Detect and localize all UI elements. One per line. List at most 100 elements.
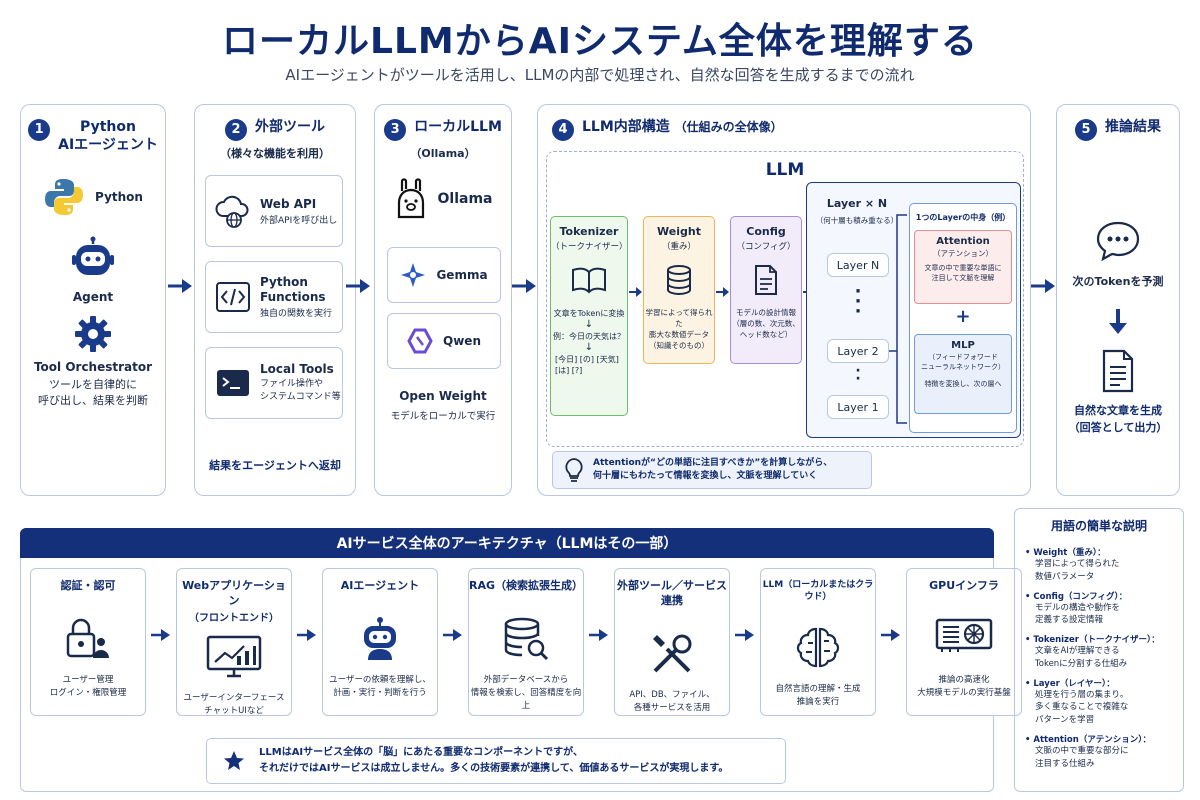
panel-llm-header: 3 ローカルLLM [375,119,511,141]
lightbulb-icon [565,458,583,482]
flow-arrow-icon [735,629,754,641]
gpu-icon [935,618,993,652]
architecture-card-title: LLM（ローカルまたはクラウド） [762,580,874,603]
architecture-card-desc1: 推論の高速化 [938,674,990,685]
mlp-sub1: （フィードフォワード [928,353,998,361]
glossary-item: • Config（コンフィグ）：モデルの構造や動作を定義する設定情報 [1025,590,1175,628]
panel-internals-title-sub: （仕組みの全体像） [674,120,783,134]
glossary-panel: 用語の簡単な説明 • Weight（重み）：学習によって得られた数値パラメータ•… [1014,508,1184,792]
document-icon [1102,349,1134,393]
glossary-desc: 処理を行う層の集まり。 [1035,689,1129,700]
inner-title: 1つのLayerの中身（例） [915,213,1011,222]
tool-desc: 独自の関数を実行 [260,308,333,319]
tools-icon [653,634,692,673]
generate-label1: 自然な文章を生成 [1074,404,1162,417]
panel-agent-title2: AIエージェント [58,136,158,153]
step-number: 3 [384,119,407,141]
tokenizer-desc: 文章をTokenに変換 [553,309,625,318]
gear-icon [75,316,111,352]
layer-box: Layer 1 [827,395,889,419]
layer-stack-title: Layer × N [826,197,888,210]
layer-stack-sub: （何十層も積み重なる） [815,216,899,225]
attention-note: Attentionが“どの単語に注目すべきか”を計算しながら、何十層にもわたって… [552,451,872,489]
terminal-icon [217,370,249,396]
architecture-card-desc1: API、DB、ファイル、 [629,689,715,700]
architecture-card-desc2: 各種サービスを活用 [633,702,711,713]
cloud-globe-icon [215,195,249,228]
flow-arrow-icon [297,629,316,641]
tokenizer-title: Tokenizer [559,225,619,238]
weight-desc3: （知識そのもの） [649,340,709,350]
mlp-sub2: ニューラルネットワーク） [921,362,1005,371]
ollama-label: Ollama [437,191,493,207]
architecture-banner-text: AIサービス全体のアーキテクチャ（LLMはその一部） [336,536,678,552]
layer-inner-detail: 1つのLayerの中身（例） Attention （アテンション） 文章の中で重… [909,203,1017,433]
orchestrator-desc2: 呼び出し、結果を判断 [38,393,148,407]
llm-container: LLM Tokenizer （トークナイザー） 文章をTokenに変換 ↓ 例：… [546,151,1024,447]
note-line1: Attentionが“どの単語に注目すべきか”を計算しながら、 [593,457,833,468]
glossary-list: • Weight（重み）：学習によって得られた数値パラメータ• Config（コ… [1015,534,1183,770]
open-weight-label: Open Weight [399,389,487,403]
architecture-card-title: AIエージェント [340,579,420,592]
architecture-card-title: RAG（検索拡張生成） [469,579,584,592]
weight-desc2: 膨大な数値データ [649,329,709,339]
model-card-qwen: Qwen [387,313,501,369]
architecture-card: AIエージェントユーザーの依頼を理解し、計画・実行・判断を行う [322,568,438,716]
architecture-card: GPUインフラ推論の高速化大規模モデルの実行基盤 [906,568,1022,716]
glossary-desc: 注目する仕組み [1035,758,1095,769]
glossary-desc: 定義する設定情報 [1035,615,1104,626]
tools-footer: 結果をエージェントへ返却 [209,459,341,472]
config-sub: （コンフィグ） [736,242,796,252]
architecture-card-desc2: 大規模モデルの実行基盤 [917,688,1011,699]
attention-sub: （アテンション） [933,249,993,258]
panel-internals-header: 4 LLM内部構造 （仕組みの全体像） [538,119,1030,141]
panel-llm-internals: 4 LLM内部構造 （仕組みの全体像） LLM Tokenizer （トークナイ… [537,104,1031,496]
panel-inference: 5 推論結果 次のTokenを予測 自然な文章を生成（回答として出力） [1056,104,1180,496]
architecture-card-desc1: 外部データベースから [483,674,569,685]
tool-card-local: Local Tools ファイル操作やシステムコマンド等 [205,347,343,419]
mlp-title: MLP [951,340,975,351]
mlp-desc: 特徴を変換し、次の層へ [924,379,1002,388]
glossary-term: • Weight（重み）： [1025,548,1106,558]
architecture-banner: AIサービス全体のアーキテクチャ（LLMはその一部） [20,528,994,558]
bracket-connector [889,214,907,424]
architecture-card-desc2: チャットUIなど [204,705,264,716]
ellipsis-icon: ··· [854,281,862,322]
orchestrator-label: Tool Orchestrator [33,360,153,374]
glossary-desc: 学習によって得られた [1035,559,1120,569]
tool-desc: ファイル操作や [260,379,324,390]
flow-arrow-icon [881,629,900,641]
glossary-desc: 文脈の中で重要な部分に [1035,745,1129,756]
robot-icon [364,616,396,660]
tokenizer-tokens: [今日] [の] [天気] [は] [?] [555,355,619,376]
glossary-item: • Layer（レイヤー）：処理を行う層の集まり。多く重なることで複雑なパターン… [1025,677,1175,727]
panel-inference-header: 5 推論結果 [1057,119,1179,141]
glossary-term: • Layer（レイヤー）： [1025,678,1115,689]
model-name: Gemma [436,268,488,282]
tool-name: Python [260,275,308,290]
glossary-desc: パターンを学習 [1035,715,1095,725]
tool-name: Web API [260,196,317,211]
book-icon [572,267,606,294]
mlp-card: MLP （フィードフォワードニューラルネットワーク） 特徴を変換し、次の層へ [914,334,1012,414]
brain-icon [796,628,840,668]
architecture-card-desc2: 推論を実行 [796,697,840,708]
flow-arrow-icon [151,629,170,641]
architecture-card-desc2: 情報を検索し、回答精度を向上 [470,688,582,712]
tool-name2: Functions [260,289,326,304]
open-weight-desc: モデルをローカルで実行 [390,411,496,422]
glossary-term: • Config（コンフィグ）： [1025,591,1128,602]
panel-tools-title: 外部ツール [255,119,325,135]
glossary-term: • Tokenizer（トークナイザー）： [1025,635,1160,645]
architecture-card: LLM（ローカルまたはクラウド）自然言語の理解・生成推論を実行 [760,568,876,716]
tokenizer-sub: （トークナイザー） [551,242,628,252]
architecture-card-title2: （フロントエンド） [189,612,279,624]
architecture-card-desc2: 計画・実行・判断を行う [333,688,427,699]
tool-desc: 外部APIを呼び出し [260,215,338,226]
arch-note-line2: それだけではAIサービスは成立しません。多くの技術要素が連携して、価値あるサービ… [259,763,729,774]
down-arrow-icon: ↓ [584,342,594,353]
orchestrator-desc1: ツールを自律的に [49,378,137,391]
